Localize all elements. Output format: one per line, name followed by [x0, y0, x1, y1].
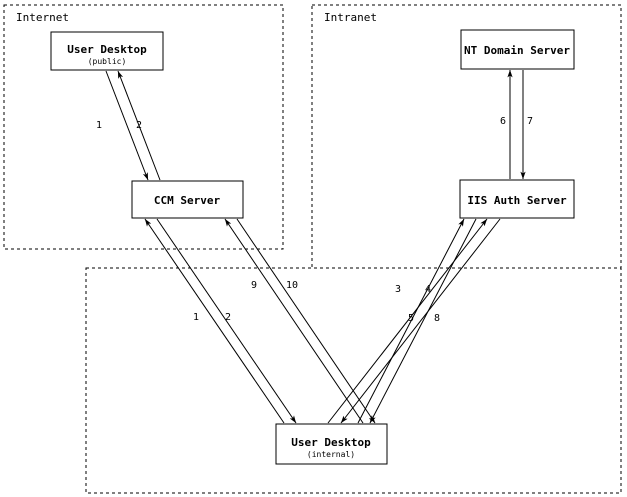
node-user-desktop-internal[interactable]: User Desktop (internal)	[275, 423, 388, 465]
step-label-1-public: 1	[96, 120, 102, 131]
step-labels: 1 2 1 2 3 4 5 6 7 8 9 10	[96, 116, 533, 324]
flow-line-5-internal-to-iis	[327, 218, 488, 424]
flow-line-1-public-to-ccm	[105, 70, 149, 181]
node-title-nt-domain-server: NT Domain Server	[464, 44, 570, 57]
flow-group-internal-iis-34	[357, 218, 477, 424]
step-label-9: 9	[251, 280, 257, 291]
node-box-ccm-server[interactable]	[131, 180, 244, 219]
step-label-1-internal: 1	[193, 312, 199, 323]
flow-group-internal-ccm-12	[144, 218, 297, 424]
step-label-10: 10	[286, 280, 298, 291]
flow-line-1-internal-to-ccm	[144, 218, 285, 424]
flow-line-4-iis-to-internal	[369, 218, 477, 424]
node-user-desktop-public[interactable]: User Desktop (public)	[50, 31, 164, 71]
node-nt-domain-server[interactable]: NT Domain Server	[460, 29, 575, 70]
step-label-7: 7	[527, 116, 533, 127]
zone-internal-boundary	[85, 267, 622, 494]
flow-line-10-ccm-to-internal	[236, 218, 376, 424]
node-title-ccm-server: CCM Server	[154, 194, 221, 207]
step-label-3: 3	[395, 284, 401, 295]
flow-line-3-internal-to-iis	[357, 218, 465, 424]
flow-group-internal-iis-58	[327, 218, 501, 424]
node-box-nt-domain-server[interactable]	[460, 29, 575, 70]
flow-line-8-iis-to-internal	[340, 218, 501, 424]
flow-line-2-ccm-to-public	[117, 70, 161, 181]
flow-group-iis-ntdomain	[507, 69, 526, 180]
node-ccm-server[interactable]: CCM Server	[131, 180, 244, 219]
zone-label-internet: Internet	[16, 11, 69, 24]
flow-group-public-ccm	[105, 70, 161, 181]
step-label-2-internal: 2	[225, 312, 231, 323]
zone-label-intranet: Intranet	[324, 11, 377, 24]
node-subtitle-user-desktop-internal: (internal)	[307, 450, 355, 459]
step-label-8: 8	[434, 313, 440, 324]
node-box-user-desktop-internal[interactable]	[275, 423, 388, 465]
node-box-iis-auth-server[interactable]	[459, 179, 575, 219]
step-label-2-public: 2	[136, 120, 142, 131]
step-label-5: 5	[408, 313, 414, 324]
flow-line-2-ccm-to-internal	[156, 218, 297, 424]
step-label-4: 4	[425, 284, 431, 295]
node-title-user-desktop-internal: User Desktop	[291, 436, 371, 449]
node-iis-auth-server[interactable]: IIS Auth Server	[459, 179, 575, 219]
zone-internet-boundary	[3, 4, 284, 250]
zone-boundaries	[3, 4, 622, 494]
node-title-user-desktop-public: User Desktop	[67, 43, 147, 56]
step-label-6: 6	[500, 116, 506, 127]
node-subtitle-user-desktop-public: (public)	[88, 57, 127, 66]
flow-group-internal-ccm-910	[224, 218, 376, 424]
flow-line-9-internal-to-ccm	[224, 218, 364, 424]
node-box-user-desktop-public[interactable]	[50, 31, 164, 71]
node-title-iis-auth-server: IIS Auth Server	[467, 194, 567, 207]
